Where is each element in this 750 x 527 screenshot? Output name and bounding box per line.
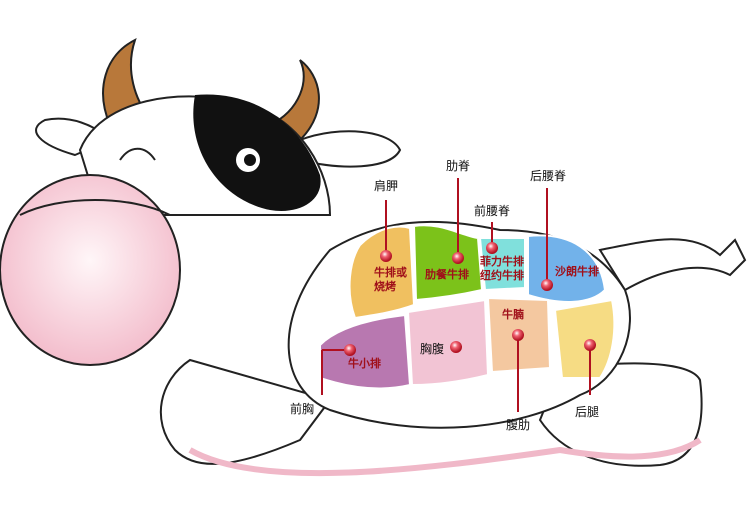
region-chuck-brisket xyxy=(319,313,412,390)
closed-eye xyxy=(119,147,156,161)
label-chest: 前胸 xyxy=(290,402,315,416)
region-rib xyxy=(412,224,484,302)
label-round: 后腿 xyxy=(575,405,600,419)
cut-shoulder: 牛排或烧烤 xyxy=(374,266,407,293)
cut-flank: 牛腩 xyxy=(502,308,524,321)
cut-line: 菲力牛排 xyxy=(480,255,524,268)
leader-lines xyxy=(321,178,591,412)
region-plate xyxy=(406,298,490,387)
pin xyxy=(380,250,392,262)
pin xyxy=(344,344,356,356)
label-rib: 肋脊 xyxy=(446,159,471,173)
label-sirloin: 后腰脊 xyxy=(530,169,567,183)
cut-sirloin: 沙朗牛排 xyxy=(555,265,599,278)
cut-short-loin: 菲力牛排 纽约牛排 xyxy=(480,255,524,283)
pin xyxy=(512,329,524,341)
pin xyxy=(486,242,498,254)
label-flank: 腹肋 xyxy=(506,418,531,432)
muzzle xyxy=(0,174,181,366)
label-plate: 胸腹 xyxy=(420,342,445,356)
front-leg xyxy=(159,358,332,465)
label-shoulder: 肩胛 xyxy=(374,179,399,193)
right-ear xyxy=(299,130,402,168)
cut-short-rib: 牛小排 xyxy=(348,357,381,370)
region-shoulder xyxy=(348,225,416,320)
cut-line: 纽约牛排 xyxy=(480,269,524,282)
pin xyxy=(584,339,596,351)
cut-rib: 肋餐牛排 xyxy=(425,268,469,281)
label-short-loin: 前腰脊 xyxy=(474,204,511,218)
tail xyxy=(598,238,747,292)
pin xyxy=(450,341,462,353)
pins xyxy=(344,242,596,356)
pin xyxy=(541,279,553,291)
pin xyxy=(452,252,464,264)
region-round xyxy=(553,298,616,379)
